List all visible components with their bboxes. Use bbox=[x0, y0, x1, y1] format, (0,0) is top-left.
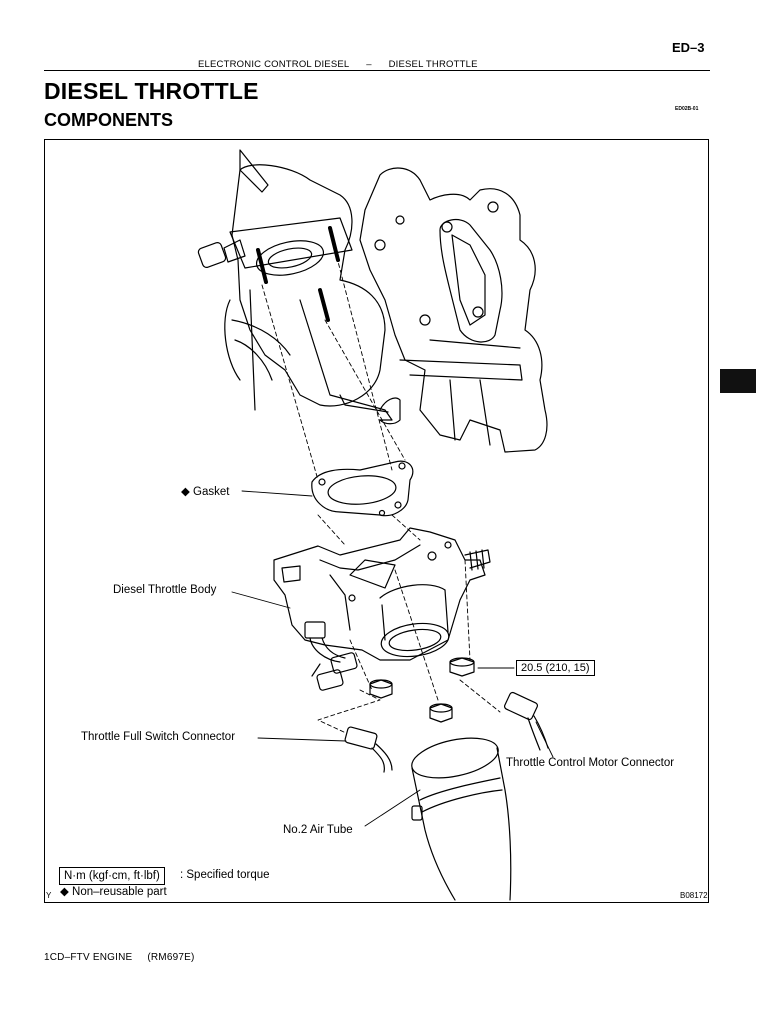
page-footer: 1CD–FTV ENGINE (RM697E) bbox=[44, 952, 207, 963]
footer-manual: (RM697E) bbox=[147, 952, 195, 963]
label-gasket: ◆ Gasket bbox=[181, 486, 230, 498]
header-topic: DIESEL THROTTLE bbox=[388, 59, 478, 70]
legend-torque-description: : Specified torque bbox=[180, 869, 270, 881]
header-rule bbox=[44, 70, 710, 71]
label-diesel-throttle-body: Diesel Throttle Body bbox=[113, 584, 217, 596]
figure-frame bbox=[44, 139, 709, 903]
alignment-dashed-lines bbox=[261, 249, 501, 734]
label-no2-air-tube: No.2 Air Tube bbox=[283, 824, 353, 836]
header-section: ELECTRONIC CONTROL DIESEL bbox=[198, 59, 350, 70]
reference-code: ED02B-01 bbox=[675, 106, 699, 112]
connector-drawings bbox=[344, 691, 549, 773]
section-tab-marker bbox=[720, 369, 756, 393]
legend-torque-unit: N·m (kgf·cm, ft·lbf) bbox=[59, 867, 165, 885]
page-title: DIESEL THROTTLE bbox=[44, 78, 259, 104]
legend-non-reusable: ◆ Non–reusable part bbox=[60, 886, 167, 898]
air-tube-drawing bbox=[411, 737, 512, 901]
leader-lines bbox=[231, 490, 554, 827]
footer-engine: 1CD–FTV ENGINE bbox=[44, 952, 133, 963]
label-throttle-control-motor-connector: Throttle Control Motor Connector bbox=[506, 757, 675, 769]
torque-value-box: 20.5 (210, 15) bbox=[516, 660, 595, 676]
running-header: ELECTRONIC CONTROL DIESEL – DIESEL THROT… bbox=[198, 59, 492, 70]
label-throttle-full-switch-connector: Throttle Full Switch Connector bbox=[81, 731, 236, 743]
intake-pipe-drawing bbox=[197, 149, 393, 421]
page-code: ED–3 bbox=[672, 40, 705, 55]
throttle-body-drawing bbox=[273, 527, 491, 691]
figure-code: B08172 bbox=[680, 891, 708, 900]
exploded-view-diagram bbox=[197, 149, 554, 901]
gasket-drawing bbox=[311, 460, 414, 517]
nut-drawings bbox=[369, 657, 475, 723]
page-subtitle: COMPONENTS bbox=[44, 110, 174, 130]
header-separator: – bbox=[366, 59, 372, 70]
corner-mark: Y bbox=[46, 891, 52, 900]
engine-block-drawing bbox=[359, 167, 548, 453]
